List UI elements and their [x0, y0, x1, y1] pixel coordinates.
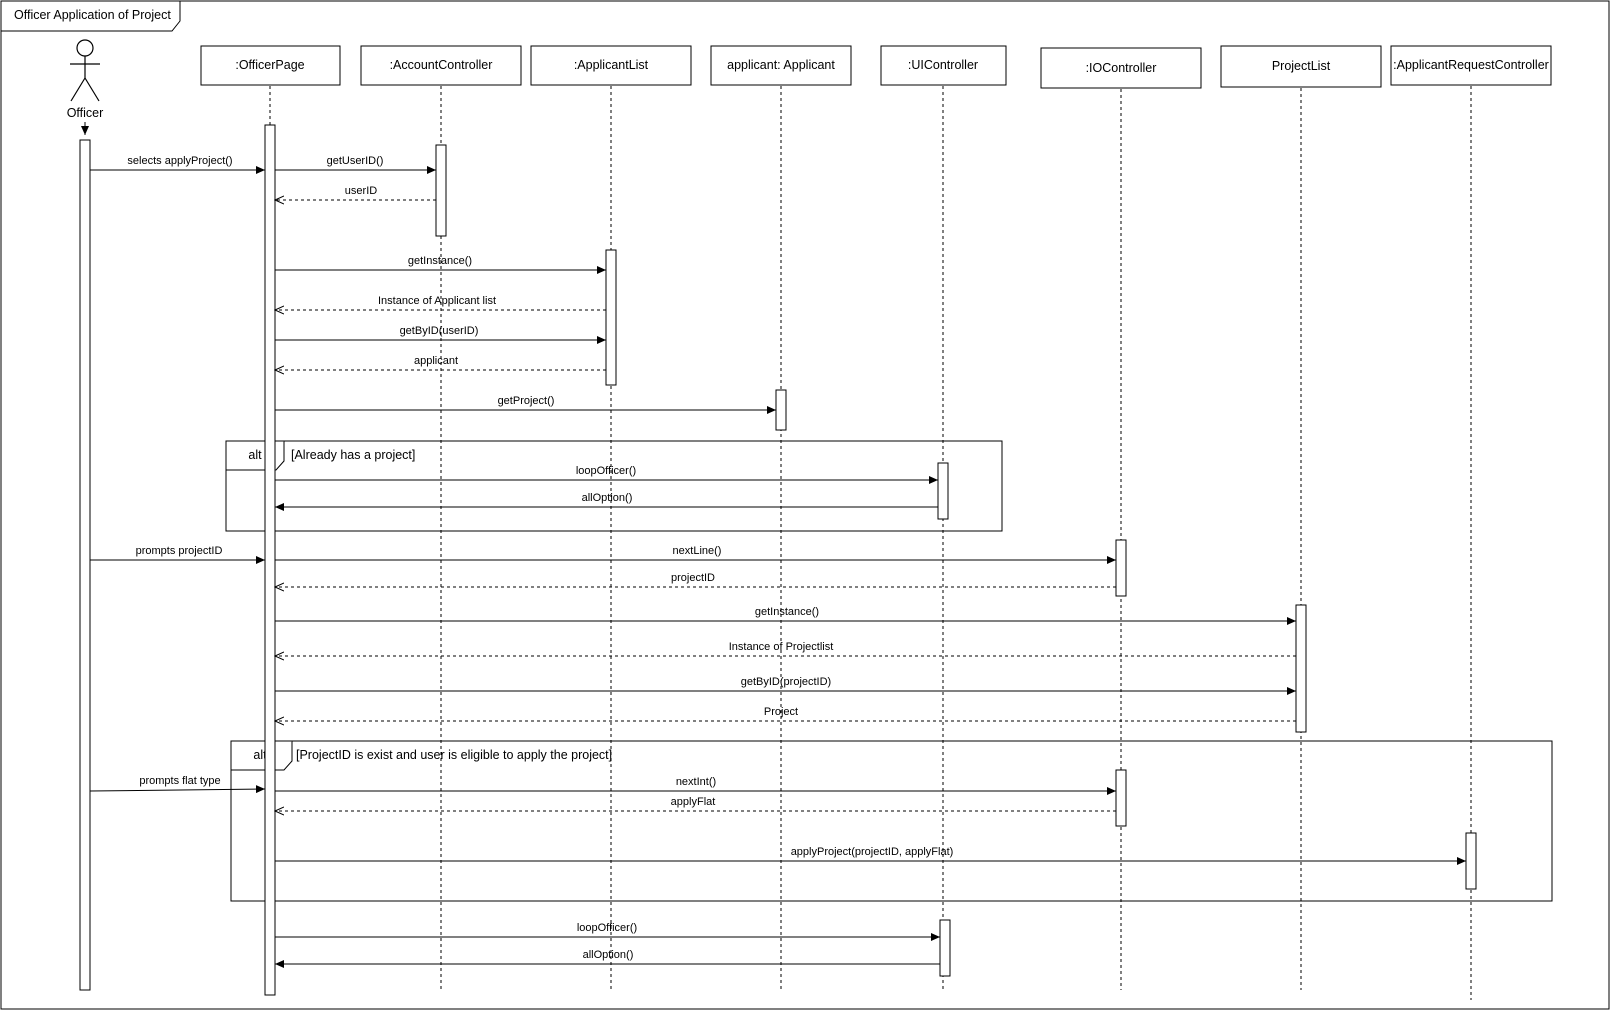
actor-head-icon	[76, 39, 94, 57]
message-label: allOption()	[582, 492, 633, 504]
fragment-guard: [Already has a project]	[291, 448, 415, 462]
lifeline-iocontroller: :IOController	[1040, 47, 1202, 89]
lifeline-label: applicant: Applicant	[727, 58, 835, 72]
message: prompts projectID	[90, 545, 265, 564]
message: allOption()	[275, 492, 938, 511]
message: getInstance()	[275, 606, 1296, 625]
activation-bars	[79, 124, 1477, 996]
lifeline-label: :IOController	[1086, 61, 1157, 75]
lifeline-applicantlist: :ApplicantList	[530, 45, 692, 86]
fragment-operator: alt	[253, 748, 267, 762]
message-label: userID	[345, 185, 377, 197]
activation-uicontroller	[937, 462, 949, 520]
activation-officerpage	[264, 124, 276, 996]
message: allOption()	[275, 949, 940, 968]
message-label: loopOfficer()	[577, 922, 637, 934]
message-label: getProject()	[498, 395, 555, 407]
message: Project	[275, 706, 1296, 721]
message-label: getUserID()	[327, 155, 384, 167]
message-label: applyProject(projectID, applyFlat)	[791, 846, 954, 858]
message: loopOfficer()	[275, 922, 940, 941]
lifeline-uicontroller: :UIController	[880, 45, 1007, 86]
message-label: getInstance()	[755, 606, 819, 618]
message-label: prompts projectID	[136, 545, 223, 557]
lifeline-label: :OfficerPage	[235, 58, 304, 72]
activation-iocontroller	[1115, 539, 1127, 597]
lifeline-applicant: applicant: Applicant	[710, 45, 852, 86]
message-label: getByID(projectID)	[741, 676, 831, 688]
message-label: applyFlat	[671, 796, 716, 808]
message-label: getInstance()	[408, 255, 472, 267]
message-label: getByID(userID)	[400, 325, 479, 337]
alt-fragment-already-has-project: alt [Already has a project]	[225, 440, 1003, 532]
message: userID	[275, 185, 436, 200]
message: loopOfficer()	[275, 465, 938, 484]
lifeline-label: :ApplicantRequestController	[1393, 58, 1549, 72]
officer-actor: Officer	[67, 39, 104, 135]
message: applicant	[275, 355, 606, 370]
activation-iocontroller-2	[1115, 769, 1127, 827]
message: Instance of Applicant list	[275, 295, 606, 310]
message-label: prompts flat type	[139, 775, 220, 787]
message-label: Instance of Projectlist	[729, 641, 834, 653]
message: selects applyProject()	[90, 155, 265, 174]
fragment-operator: alt	[248, 448, 262, 462]
message: applyProject(projectID, applyFlat)	[275, 846, 1466, 865]
activation-accountcontroller	[435, 144, 447, 237]
activation-applicant	[775, 389, 787, 431]
message-label: loopOfficer()	[576, 465, 636, 477]
message: prompts flat type	[89, 775, 266, 794]
message: getProject()	[275, 395, 776, 414]
lifeline-label: ProjectList	[1272, 59, 1331, 73]
lifeline-officerpage: :OfficerPage	[200, 45, 341, 86]
message-label: nextLine()	[673, 545, 722, 557]
actor-label: Officer	[67, 106, 104, 120]
lifeline-projectlist: ProjectList	[1220, 45, 1382, 88]
message-label: selects applyProject()	[127, 155, 232, 167]
message-label: Project	[764, 706, 798, 718]
lifeline-lines	[269, 86, 1472, 1000]
message-label: nextInt()	[676, 776, 716, 788]
message: nextLine()	[275, 545, 1116, 564]
message: Instance of Projectlist	[275, 641, 1296, 656]
message-label: allOption()	[583, 949, 634, 961]
frame-title: Officer Application of Project	[14, 8, 171, 22]
lifeline-applicantrequestcontroller: :ApplicantRequestController	[1390, 45, 1552, 86]
activation-officer	[79, 139, 91, 991]
message-label: projectID	[671, 572, 715, 584]
alt-fragment-eligible: alt [ProjectID is exist and user is elig…	[230, 740, 1553, 902]
message: getUserID()	[275, 155, 436, 174]
message-label: Instance of Applicant list	[378, 295, 496, 307]
activation-uicontroller-2	[939, 919, 951, 977]
lifeline-label: :AccountController	[390, 58, 493, 72]
lifeline-accountcontroller: :AccountController	[360, 45, 522, 86]
activation-projectlist	[1295, 604, 1307, 733]
message: projectID	[275, 572, 1116, 587]
message: getByID(projectID)	[275, 676, 1296, 695]
message-label: applicant	[414, 355, 458, 367]
activation-applicantlist	[605, 249, 617, 386]
lifeline-label: :ApplicantList	[574, 58, 649, 72]
message: applyFlat	[275, 796, 1116, 811]
message: nextInt()	[275, 776, 1116, 795]
fragment-guard: [ProjectID is exist and user is eligible…	[296, 748, 612, 762]
message: getInstance()	[275, 255, 606, 274]
activation-applicantrequestcontroller	[1465, 832, 1477, 890]
lifeline-label: :UIController	[908, 58, 978, 72]
message: getByID(userID)	[275, 325, 606, 344]
frame-title-tab	[1, 1, 181, 32]
